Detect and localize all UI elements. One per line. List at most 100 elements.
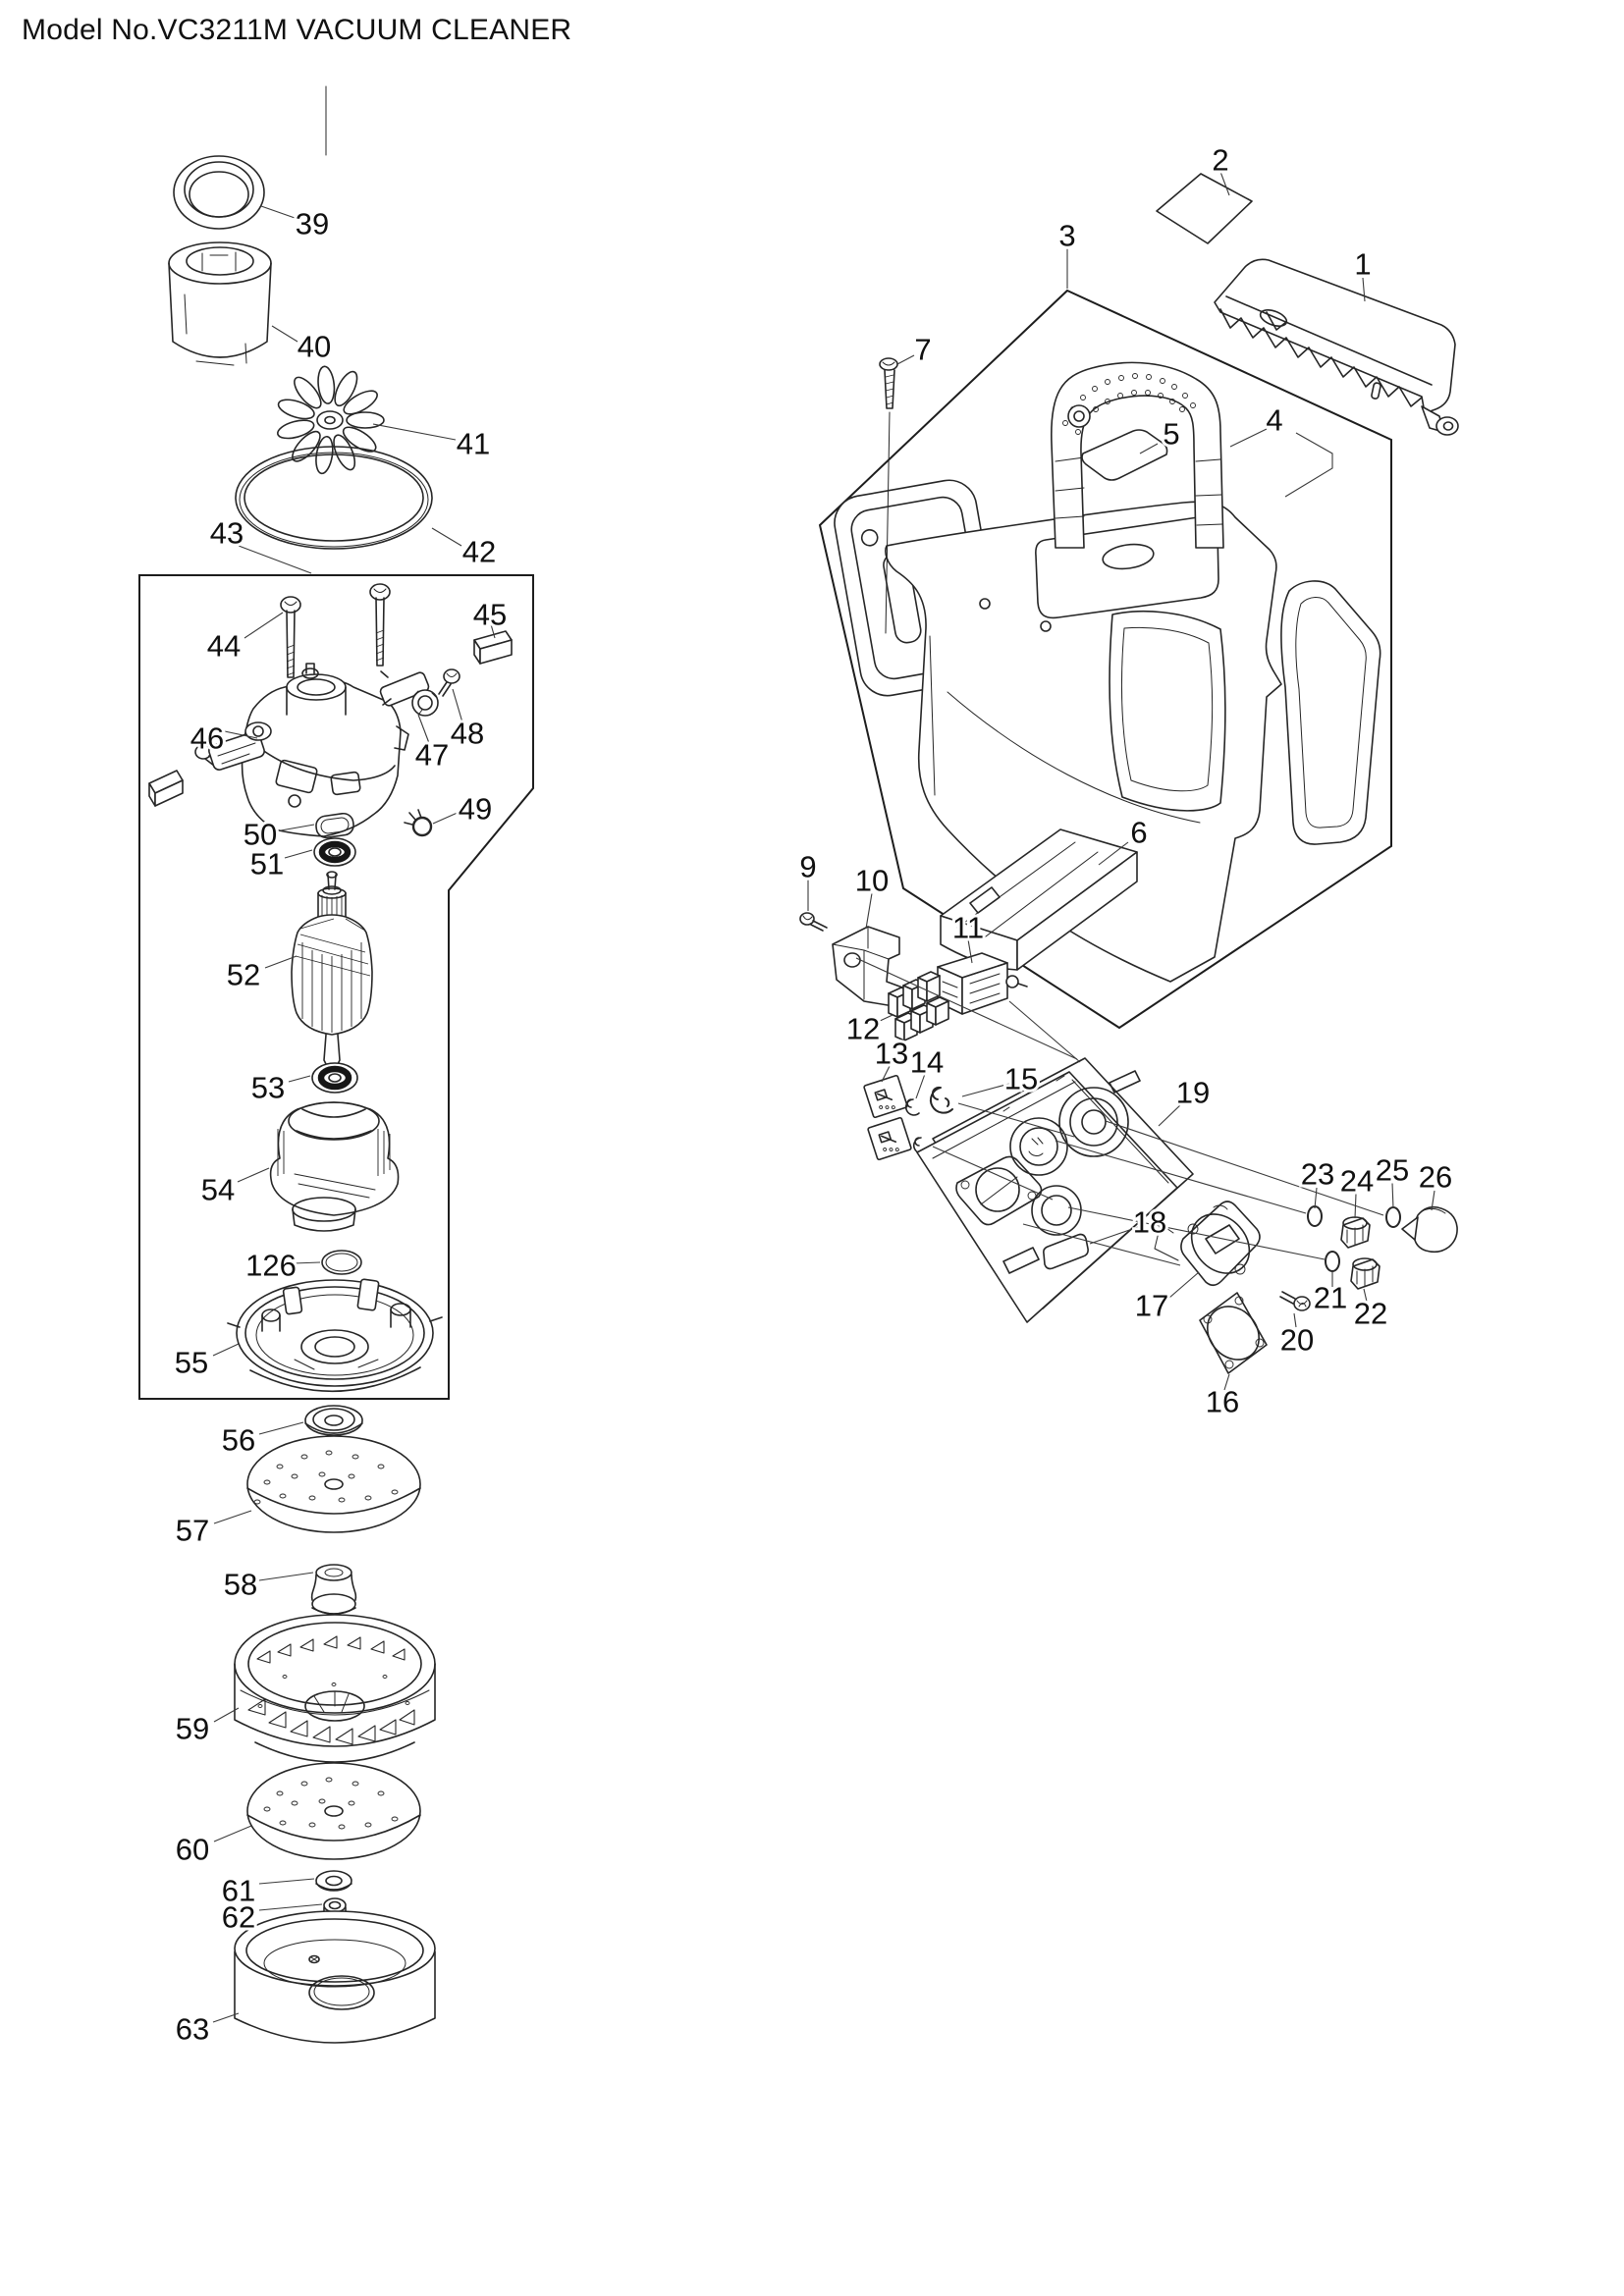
leader-lines bbox=[212, 171, 1435, 2023]
part-59-diffuser bbox=[234, 1614, 436, 1763]
part-49-clamp bbox=[404, 809, 433, 837]
part-16-gasket bbox=[1199, 1292, 1268, 1374]
left-brush-parts bbox=[148, 721, 272, 807]
part-40-fan-cover bbox=[168, 241, 272, 366]
part-44-bolts bbox=[280, 583, 391, 678]
part-12-terminal-block bbox=[888, 971, 949, 1041]
part-label-1: 1 bbox=[1354, 247, 1371, 282]
part-label-24: 24 bbox=[1340, 1164, 1374, 1199]
part-label-25: 25 bbox=[1376, 1153, 1409, 1188]
part-label-52: 52 bbox=[227, 958, 260, 992]
part-label-126: 126 bbox=[245, 1249, 297, 1283]
part-6-float-cage bbox=[940, 828, 1138, 971]
part-label-21: 21 bbox=[1314, 1281, 1347, 1315]
part-label-9: 9 bbox=[799, 850, 816, 884]
part-48-screw bbox=[438, 668, 460, 697]
part-label-13: 13 bbox=[875, 1037, 908, 1071]
part-52-armature bbox=[291, 871, 373, 1074]
part-57-plate bbox=[246, 1435, 421, 1533]
part-10-bracket bbox=[832, 926, 914, 1010]
part-label-57: 57 bbox=[176, 1514, 209, 1548]
part-55-baffle-base bbox=[227, 1278, 443, 1393]
side-handle-bracket bbox=[1280, 580, 1381, 845]
part-25-ring bbox=[1385, 1206, 1401, 1228]
part-label-60: 60 bbox=[176, 1833, 209, 1867]
part-label-7: 7 bbox=[914, 333, 931, 367]
part-label-5: 5 bbox=[1163, 417, 1179, 452]
part-label-44: 44 bbox=[207, 629, 241, 664]
part-label-51: 51 bbox=[250, 847, 284, 881]
part-20-screw bbox=[1279, 1291, 1311, 1311]
part-53-bearing bbox=[311, 1062, 358, 1094]
part-5-sticker bbox=[1081, 429, 1168, 481]
part-label-11: 11 bbox=[952, 911, 984, 945]
part-126-o-ring bbox=[321, 1250, 362, 1275]
part-56-damper bbox=[304, 1405, 363, 1436]
part-label-23: 23 bbox=[1301, 1157, 1334, 1192]
part-4-handle bbox=[1051, 361, 1224, 549]
part-label-58: 58 bbox=[224, 1568, 257, 1602]
part-label-14: 14 bbox=[910, 1045, 944, 1080]
part-label-56: 56 bbox=[222, 1423, 255, 1458]
part-63-bowl bbox=[234, 1910, 436, 2044]
part-label-55: 55 bbox=[175, 1346, 208, 1380]
part-label-4: 4 bbox=[1266, 403, 1282, 438]
part-label-61: 61 bbox=[222, 1874, 255, 1908]
part-21-ring bbox=[1325, 1251, 1340, 1272]
part-61-washer bbox=[315, 1870, 352, 1892]
part-26-knob bbox=[1401, 1205, 1458, 1254]
part-label-43: 43 bbox=[210, 516, 244, 551]
part-41-fan bbox=[276, 365, 385, 475]
part-1-cover bbox=[1214, 258, 1459, 436]
part-18-sticker bbox=[1043, 1233, 1089, 1270]
part-label-6: 6 bbox=[1130, 816, 1147, 850]
part-24-cap bbox=[1340, 1216, 1371, 1249]
part-label-16: 16 bbox=[1206, 1385, 1239, 1419]
part-label-22: 22 bbox=[1354, 1297, 1387, 1331]
part-2-label-plate bbox=[1156, 173, 1253, 244]
page-title: Model No.VC3211M VACUUM CLEANER bbox=[22, 14, 572, 46]
part-label-53: 53 bbox=[251, 1071, 285, 1105]
part-label-42: 42 bbox=[462, 535, 496, 569]
part-label-46: 46 bbox=[190, 721, 224, 756]
part-label-10: 10 bbox=[855, 864, 889, 898]
part-50-seal bbox=[315, 812, 354, 839]
part-label-12: 12 bbox=[846, 1012, 880, 1046]
part-label-59: 59 bbox=[176, 1712, 209, 1746]
part-label-26: 26 bbox=[1419, 1160, 1452, 1195]
part-39-seal-ring bbox=[173, 155, 265, 230]
part-label-62: 62 bbox=[222, 1900, 255, 1935]
part-label-41: 41 bbox=[457, 427, 490, 461]
part-42-ring bbox=[235, 446, 433, 550]
part-label-2: 2 bbox=[1212, 143, 1228, 178]
part-label-39: 39 bbox=[296, 207, 329, 241]
housing-box bbox=[818, 289, 1392, 1030]
part-47-brush-holder bbox=[379, 670, 439, 717]
part-label-50: 50 bbox=[244, 818, 277, 852]
part-45-brush bbox=[473, 630, 513, 665]
part-22-cap bbox=[1350, 1257, 1380, 1290]
part-19-panel bbox=[916, 1057, 1194, 1323]
part-label-3: 3 bbox=[1058, 219, 1075, 253]
part-label-48: 48 bbox=[451, 717, 484, 751]
part-label-47: 47 bbox=[415, 738, 449, 773]
part-label-17: 17 bbox=[1135, 1289, 1168, 1323]
part-46-motor-bracket bbox=[231, 663, 409, 837]
part-label-40: 40 bbox=[298, 330, 331, 364]
part-9-screw bbox=[799, 912, 828, 932]
part-51-bearing bbox=[313, 837, 356, 867]
part-7-screw bbox=[879, 357, 898, 634]
part-15-e-ring bbox=[929, 1086, 953, 1114]
part-60-plate bbox=[246, 1762, 421, 1860]
part-13-plates bbox=[863, 1074, 912, 1161]
part-label-20: 20 bbox=[1280, 1323, 1314, 1358]
part-label-63: 63 bbox=[176, 2012, 209, 2047]
part-54-field-stator bbox=[269, 1101, 400, 1232]
part-label-15: 15 bbox=[1004, 1062, 1038, 1096]
part-23-ring bbox=[1307, 1205, 1323, 1227]
part-17-socket bbox=[1154, 1201, 1261, 1287]
part-label-54: 54 bbox=[201, 1173, 235, 1207]
